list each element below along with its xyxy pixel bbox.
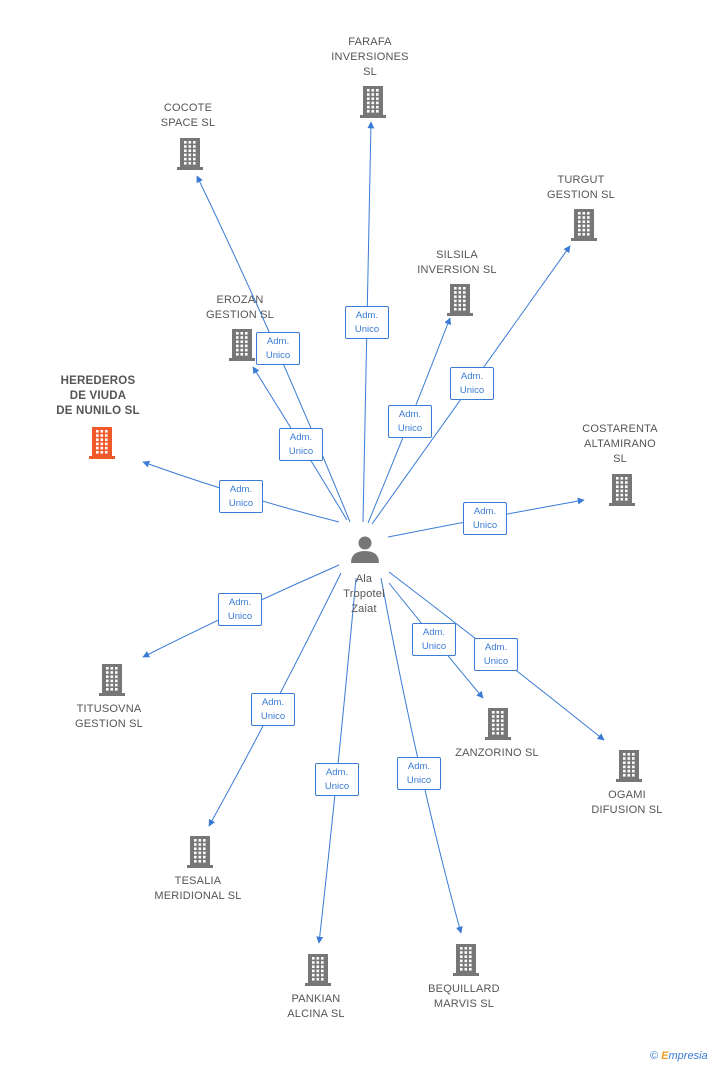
node-label-zanzorino: ZANZORINO SL (455, 747, 539, 759)
building-icon-costarenta (609, 474, 635, 506)
building-icon-erozan (229, 329, 255, 361)
edge-label-type: Unico (406, 775, 432, 786)
edge-label-type: Unico (228, 498, 254, 509)
edge-label-role: Adm. (228, 597, 252, 608)
edge-label-titusovna: Adm. Unico (218, 593, 262, 626)
brand-initial: E (661, 1050, 669, 1062)
edge-label-role: Adm. (355, 310, 379, 321)
edges-layer (142, 121, 605, 944)
node-label-farafa: FARAFA INVERSIONES SL (331, 36, 409, 78)
building-icon-zanzorino (485, 708, 511, 740)
edge-label-bequillard: Adm. Unico (397, 757, 441, 790)
edge-label-ogami: Adm. Unico (474, 638, 518, 671)
building-icon-tesalia (187, 836, 213, 868)
node-label-silsila: SILSILA INVERSION SL (417, 249, 497, 276)
node-label-pankian: PANKIAN ALCINA SL (287, 993, 345, 1020)
node-label-cocote: COCOTE SPACE SL (160, 102, 216, 129)
edge-label-type: Unico (397, 423, 423, 434)
node-label-tesalia: TESALIA MERIDIONAL SL (154, 875, 242, 902)
edge-label-role: Adm. (229, 484, 253, 495)
building-icon-silsila (447, 284, 473, 316)
edge-pankian (316, 577, 357, 944)
edge-label-type: Unico (265, 350, 291, 361)
nodes-layer (89, 86, 642, 986)
edge-label-role: Adm. (261, 697, 285, 708)
edge-label-erozan: Adm. Unico (279, 428, 323, 461)
edge-label-role: Adm. (407, 761, 431, 772)
building-icon-titusovna (99, 664, 125, 696)
edge-label-role: Adm. (460, 371, 484, 382)
edge-label-role: Adm. (266, 336, 290, 347)
edge-label-pankian: Adm. Unico (315, 763, 359, 796)
edge-label-farafa: Adm. Unico (345, 306, 389, 339)
edge-label-herederos: Adm. Unico (219, 480, 263, 513)
edge-label-zanzorino: Adm. Unico (412, 623, 456, 656)
building-icon-turgut (571, 209, 597, 241)
edge-label-turgut: Adm. Unico (450, 367, 494, 400)
node-label-costarenta: COSTARENTA ALTAMIRANO SL (582, 423, 658, 465)
edge-label-role: Adm. (422, 627, 446, 638)
building-icon-pankian (305, 954, 331, 986)
edge-label-costarenta: Adm. Unico (463, 502, 507, 535)
copyright-icon: © (650, 1050, 659, 1062)
node-label-erozan: EROZAN GESTION SL (205, 294, 275, 321)
edge-label-tesalia: Adm. Unico (251, 693, 295, 726)
edge-label-role: Adm. (398, 409, 422, 420)
edge-label-type: Unico (354, 324, 380, 335)
footer-brand: © Empresia (650, 1050, 708, 1062)
node-label-ogami: OGAMI DIFUSION SL (591, 789, 663, 816)
edge-label-role: Adm. (325, 767, 349, 778)
person-icon (351, 536, 379, 563)
edge-label-role: Adm. (484, 642, 508, 653)
edge-label-type: Unico (459, 385, 485, 396)
building-icon-bequillard (453, 944, 479, 976)
node-label-herederos: HEREDEROS DE VIUDA DE NUNILO SL (56, 375, 140, 417)
node-label-person: Ala Tropotel Zaiat (343, 573, 385, 615)
edge-label-type: Unico (472, 520, 498, 531)
brand-name: mpresia (668, 1050, 708, 1062)
edge-label-type: Unico (324, 781, 350, 792)
node-label-bequillard: BEQUILLARD MARVIS SL (428, 983, 500, 1010)
edge-label-silsila: Adm. Unico (388, 405, 432, 438)
edge-label-cocote: Adm. Unico (256, 332, 300, 365)
edge-label-role: Adm. (289, 432, 313, 443)
building-icon-herederos (89, 427, 115, 459)
building-icon-ogami (616, 750, 642, 782)
edge-label-type: Unico (227, 611, 253, 622)
edge-label-type: Unico (421, 641, 447, 652)
edge-label-type: Unico (288, 446, 314, 457)
edge-label-type: Unico (483, 656, 509, 667)
node-label-turgut: TURGUT GESTION SL (546, 174, 616, 201)
node-label-titusovna: TITUSOVNA GESTION SL (74, 703, 144, 730)
building-icon-cocote (177, 138, 203, 170)
building-icon-farafa (360, 86, 386, 118)
edge-label-role: Adm. (473, 506, 497, 517)
edge-label-type: Unico (260, 711, 286, 722)
